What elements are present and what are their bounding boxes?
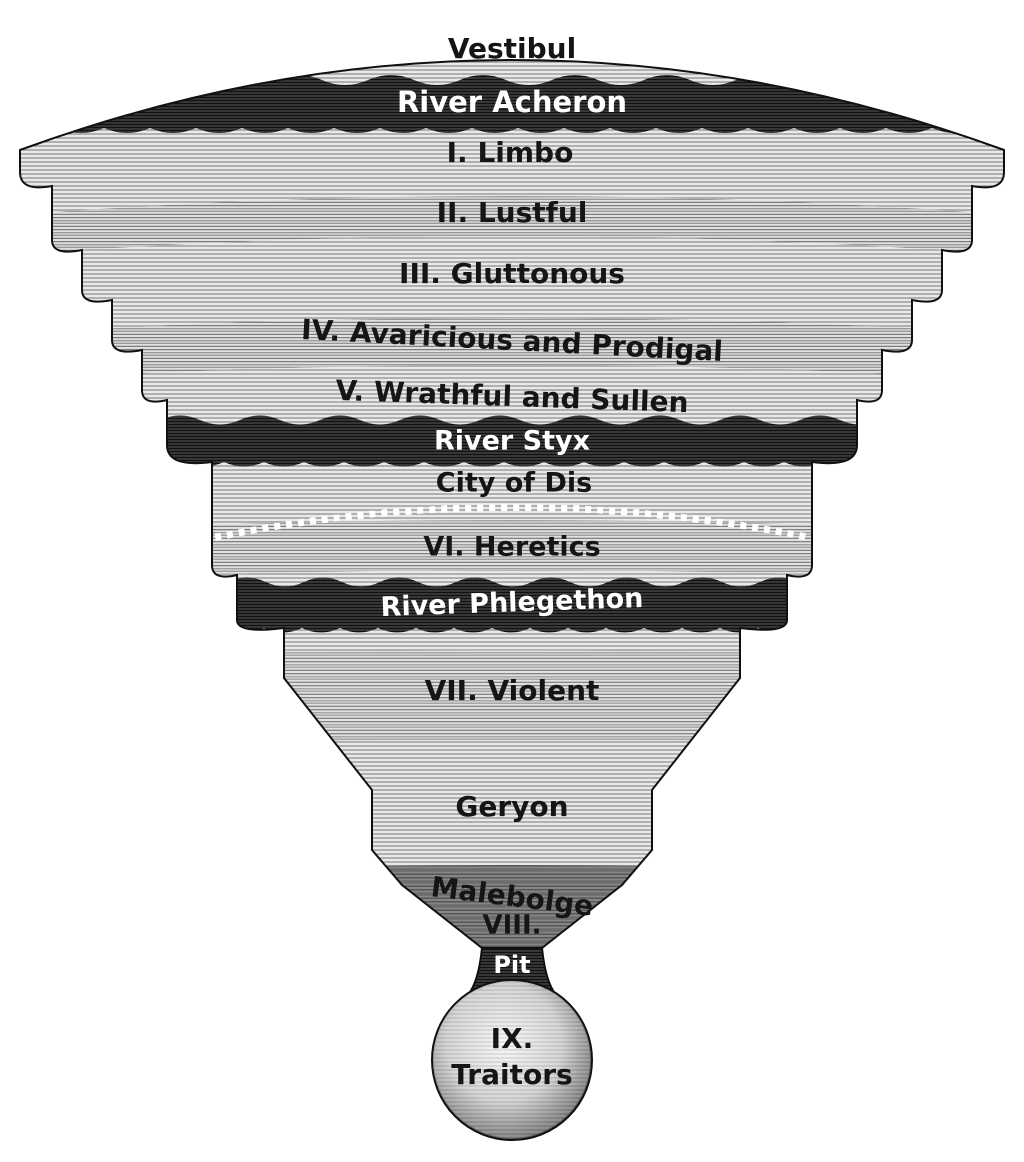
label-traitors: Traitors [451,1058,572,1091]
river-styx-band [20,415,1004,467]
label-limbo: I. Limbo [447,136,574,169]
band-heretics [20,520,1004,584]
river-acheron-band [20,75,1004,133]
band-avaricious [20,318,1004,381]
label-lustful: II. Lustful [437,196,588,229]
label-vestibule: Vestibul [448,32,576,65]
label-eighth: VIII. [482,911,541,941]
traitors-sphere-hatch [434,982,590,1138]
river-phlegethon-band [20,577,1004,633]
label-pit: Pit [493,951,530,979]
funnel-outline [19,59,1005,949]
label-city-of-dis: City of Dis [436,468,592,499]
label-river-styx: River Styx [434,426,590,457]
label-river-acheron: River Acheron [397,85,627,119]
label-heretics: VI. Heretics [423,532,600,563]
label-violent: VII. Violent [425,674,600,707]
band-lustful [20,196,1004,256]
label-ninth: IX. [491,1022,534,1055]
label-geryon: Geryon [455,790,568,823]
label-gluttonous: III. Gluttonous [399,257,625,290]
